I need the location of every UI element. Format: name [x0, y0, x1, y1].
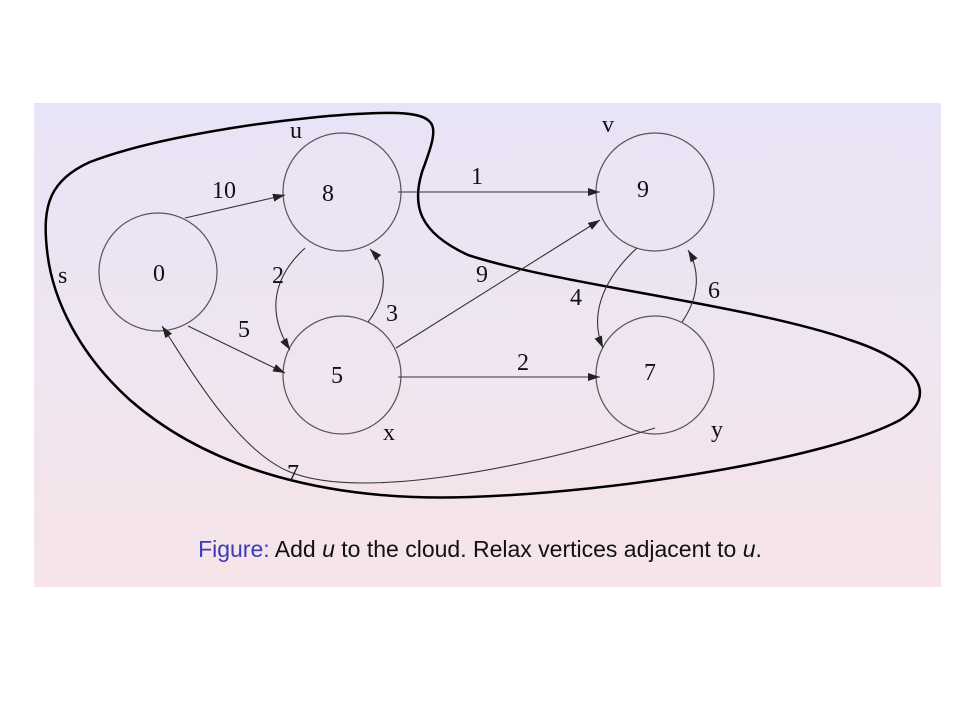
vertex-u-name: u	[290, 118, 302, 144]
edge-u-x-weight: 2	[272, 263, 284, 289]
vertex-y-name: y	[711, 417, 723, 443]
caption-part1: Add	[269, 536, 323, 562]
vertex-s-name: s	[58, 263, 67, 289]
edge-y-s-weight: 7	[287, 461, 299, 487]
figure-caption: Figure: Add u to the cloud. Relax vertic…	[0, 536, 960, 563]
edge-x-u	[367, 248, 384, 323]
edge-y-v	[681, 249, 698, 323]
vertex-v-circle	[595, 132, 715, 252]
vertex-s-distance: 0	[153, 261, 165, 287]
edge-v-y	[594, 247, 638, 349]
vertex-u-distance: 8	[322, 181, 334, 207]
caption-var2: u	[742, 536, 756, 562]
edge-x-v	[395, 219, 601, 349]
edge-x-u-weight: 3	[386, 301, 398, 327]
edge-s-u-weight: 10	[212, 178, 236, 204]
vertex-x-distance: 5	[331, 363, 343, 389]
caption-tag: Figure:	[198, 536, 270, 562]
vertex-s-circle	[98, 212, 218, 332]
edge-u-x	[275, 247, 306, 351]
edge-y-v-weight: 6	[708, 278, 720, 304]
vertex-x-name: x	[383, 420, 395, 446]
edge-s-x	[187, 325, 286, 374]
edge-u-v-weight: 1	[471, 164, 483, 190]
edge-y-s	[161, 325, 656, 484]
cloud-boundary	[44, 111, 922, 499]
vertex-v-distance: 9	[637, 177, 649, 203]
vertex-x-circle	[282, 315, 402, 435]
caption-part3: .	[755, 536, 762, 562]
vertex-y-distance: 7	[644, 360, 656, 386]
caption-var1: u	[322, 536, 335, 562]
edge-x-v-weight: 9	[476, 262, 488, 288]
edge-v-y-weight: 4	[570, 285, 582, 311]
slide-background	[34, 103, 941, 587]
edge-s-x-weight: 5	[238, 317, 250, 343]
caption-part2: to the cloud. Relax vertices adjacent to	[334, 536, 743, 562]
vertex-v-name: v	[602, 112, 614, 138]
edge-x-y-weight: 2	[517, 350, 529, 376]
vertex-u-circle	[282, 132, 402, 252]
edge-s-u	[184, 193, 286, 219]
